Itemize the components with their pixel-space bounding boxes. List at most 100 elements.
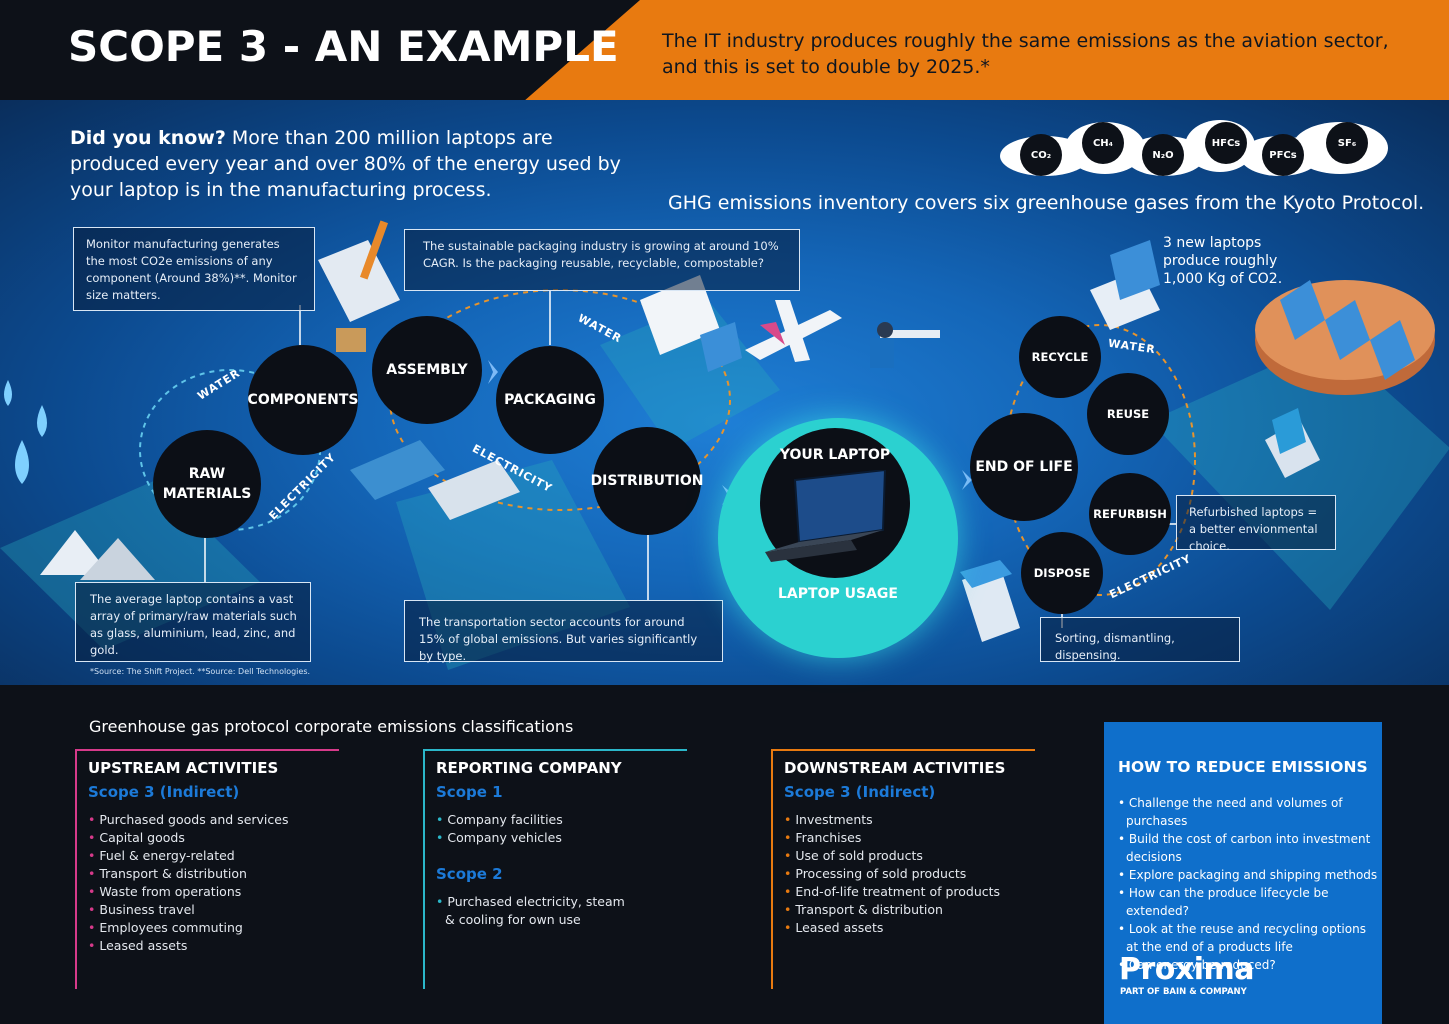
downstream-scope: Scope 3 (Indirect)	[784, 783, 936, 801]
reduce-emissions-box: HOW TO REDUCE EMISSIONS • Challenge the …	[1104, 722, 1382, 1024]
scope1-list: •Company facilities •Company vehicles	[436, 811, 687, 847]
upstream-scope: Scope 3 (Indirect)	[88, 783, 240, 801]
ghg-inventory-text: GHG emissions inventory covers six green…	[668, 192, 1425, 214]
header-orange-banner	[500, 0, 1449, 100]
node-dispose-label: DISPOSE	[1033, 566, 1091, 580]
greenhouse-gas-cloud: CO₂ CH₄ N₂O HFCs PFCs SF₆	[1000, 118, 1390, 176]
raw-material-pile-icon	[40, 530, 155, 580]
laptop-cloud-platform-icon	[1255, 280, 1435, 395]
classifications-title: Greenhouse gas protocol corporate emissi…	[89, 717, 574, 736]
desk-worker-icon	[870, 322, 940, 368]
reduce-emissions-title: HOW TO REDUCE EMISSIONS	[1118, 758, 1368, 776]
raw-materials-info-box: The average laptop contains a vast array…	[75, 582, 311, 662]
list-item: •Leased assets	[784, 920, 884, 935]
connector-lines	[204, 290, 1176, 628]
refurbish-laptop-icon	[1265, 408, 1320, 478]
scope2-list: •Purchased electricity, steam & cooling …	[436, 893, 687, 929]
recycle-laptop-icon	[1090, 240, 1160, 330]
downstream-list: •Investments •Franchises •Use of sold pr…	[784, 811, 1035, 937]
gas-ch4: CH₄	[1082, 122, 1124, 164]
gas-hfcs: HFCs	[1205, 122, 1247, 164]
upstream-list: •Purchased goods and services •Capital g…	[88, 811, 339, 955]
transport-info-box: The transportation sector accounts for a…	[404, 600, 723, 663]
reduce-emissions-list: • Challenge the need and volumes of purc…	[1118, 794, 1382, 974]
list-item: •Company vehicles	[436, 830, 562, 845]
upstream-heading: UPSTREAM ACTIVITIES	[88, 759, 279, 777]
node-reuse-label: REUSE	[1106, 407, 1150, 421]
monitor-info-box: Monitor manufacturing generates the most…	[73, 227, 315, 311]
factory-conveyor-icon	[318, 220, 400, 352]
list-item: •Waste from operations	[88, 884, 242, 899]
downstream-heading: DOWNSTREAM ACTIVITIES	[784, 759, 1006, 777]
list-item: •Transport & distribution	[784, 902, 943, 917]
downstream-column: DOWNSTREAM ACTIVITIES Scope 3 (Indirect)…	[771, 749, 1035, 989]
proxima-logo: Proxima	[1119, 952, 1255, 987]
laptops-co2-note: 3 new laptops produce roughly 1,000 Kg o…	[1163, 235, 1283, 287]
node-recycle-label: RECYCLE	[1031, 350, 1089, 364]
list-item: •Capital goods	[88, 830, 185, 845]
node-assembly-label: ASSEMBLY	[386, 362, 468, 378]
list-item: • Challenge the need and volumes of purc…	[1118, 796, 1343, 828]
list-item: •Franchises	[784, 830, 862, 845]
list-item: •Fuel & energy-related	[88, 848, 235, 863]
gas-sf6: SF₆	[1326, 122, 1368, 164]
proxima-logo-subtitle: PART OF BAIN & COMPANY	[1120, 987, 1247, 997]
scope2-heading: Scope 2	[436, 865, 503, 883]
node-packaging-label: PACKAGING	[504, 392, 596, 408]
list-item: •Purchased goods and services	[88, 812, 289, 827]
packaging-info-box: The sustainable packaging industry is gr…	[404, 229, 800, 291]
list-item: • Explore packaging and shipping methods	[1118, 868, 1378, 882]
reporting-column: REPORTING COMPANY Scope 1 •Company facil…	[423, 749, 687, 989]
did-you-know-text: Did you know? More than 200 million lapt…	[70, 125, 630, 203]
list-item: • Can energy be reduced?	[1118, 958, 1276, 972]
node-components-label: COMPONENTS	[247, 392, 359, 408]
gas-n2o: N₂O	[1142, 134, 1184, 176]
reporting-heading: REPORTING COMPANY	[436, 759, 622, 777]
node-reuse: REUSE	[1087, 373, 1169, 455]
list-item: • How can the produce lifecycle be exten…	[1118, 886, 1329, 918]
node-recycle: RECYCLE	[1019, 316, 1101, 398]
list-item: •Transport & distribution	[88, 866, 247, 881]
gas-co2: CO₂	[1020, 134, 1062, 176]
node-raw-materials-label: RAW MATERIALS	[162, 466, 252, 502]
list-item: •Company facilities	[436, 812, 563, 827]
upstream-column: UPSTREAM ACTIVITIES Scope 3 (Indirect) •…	[75, 749, 339, 989]
your-laptop-label: YOUR LAPTOP	[779, 447, 891, 463]
recycle-bin-icon	[960, 560, 1020, 642]
did-you-know-lead: Did you know?	[70, 127, 226, 149]
scope1-heading: Scope 1	[436, 783, 503, 801]
node-refurbish: REFURBISH	[1089, 473, 1171, 555]
node-dispose: DISPOSE	[1021, 532, 1103, 614]
laptop-usage-label: LAPTOP USAGE	[778, 586, 898, 602]
list-item: •Use of sold products	[784, 848, 923, 863]
truck-icon	[640, 275, 742, 372]
node-raw-materials: RAW MATERIALS	[153, 430, 261, 538]
list-item: •Investments	[784, 812, 873, 827]
gas-pfcs: PFCs	[1262, 134, 1304, 176]
node-refurbish-label: REFURBISH	[1093, 507, 1167, 521]
list-item: •Leased assets	[88, 938, 188, 953]
list-item: •Processing of sold products	[784, 866, 967, 881]
refurbished-info-box: Refurbished laptops = a better envionmen…	[1176, 495, 1336, 553]
node-end-of-life: END OF LIFE	[970, 413, 1078, 521]
list-item: •End-of-life treatment of products	[784, 884, 1001, 899]
airplane-icon	[745, 300, 842, 362]
node-distribution: DISTRIBUTION	[590, 427, 704, 535]
list-item: •Employees commuting	[88, 920, 243, 935]
water-drop-icons	[4, 380, 47, 484]
dispose-info-box: Sorting, dismantling, dispensing.	[1040, 617, 1240, 662]
node-assembly: ASSEMBLY	[372, 316, 482, 424]
source-note: *Source: The Shift Project. **Source: De…	[90, 667, 311, 676]
laptop-icon	[765, 470, 887, 562]
list-item: • Look at the reuse and recycling option…	[1118, 922, 1366, 954]
header-note: The IT industry produces roughly the sam…	[662, 30, 1389, 78]
did-you-know-body: More than 200 million laptops are produc…	[70, 127, 621, 201]
node-distribution-label: DISTRIBUTION	[590, 473, 704, 489]
page-title: SCOPE 3 - AN EXAMPLE	[68, 22, 619, 71]
list-item: •Purchased electricity, steam & cooling …	[436, 894, 625, 927]
graphics-card-icon	[350, 440, 520, 520]
node-packaging: PACKAGING	[496, 346, 604, 454]
node-end-of-life-label: END OF LIFE	[975, 459, 1073, 475]
node-components: COMPONENTS	[248, 345, 358, 455]
